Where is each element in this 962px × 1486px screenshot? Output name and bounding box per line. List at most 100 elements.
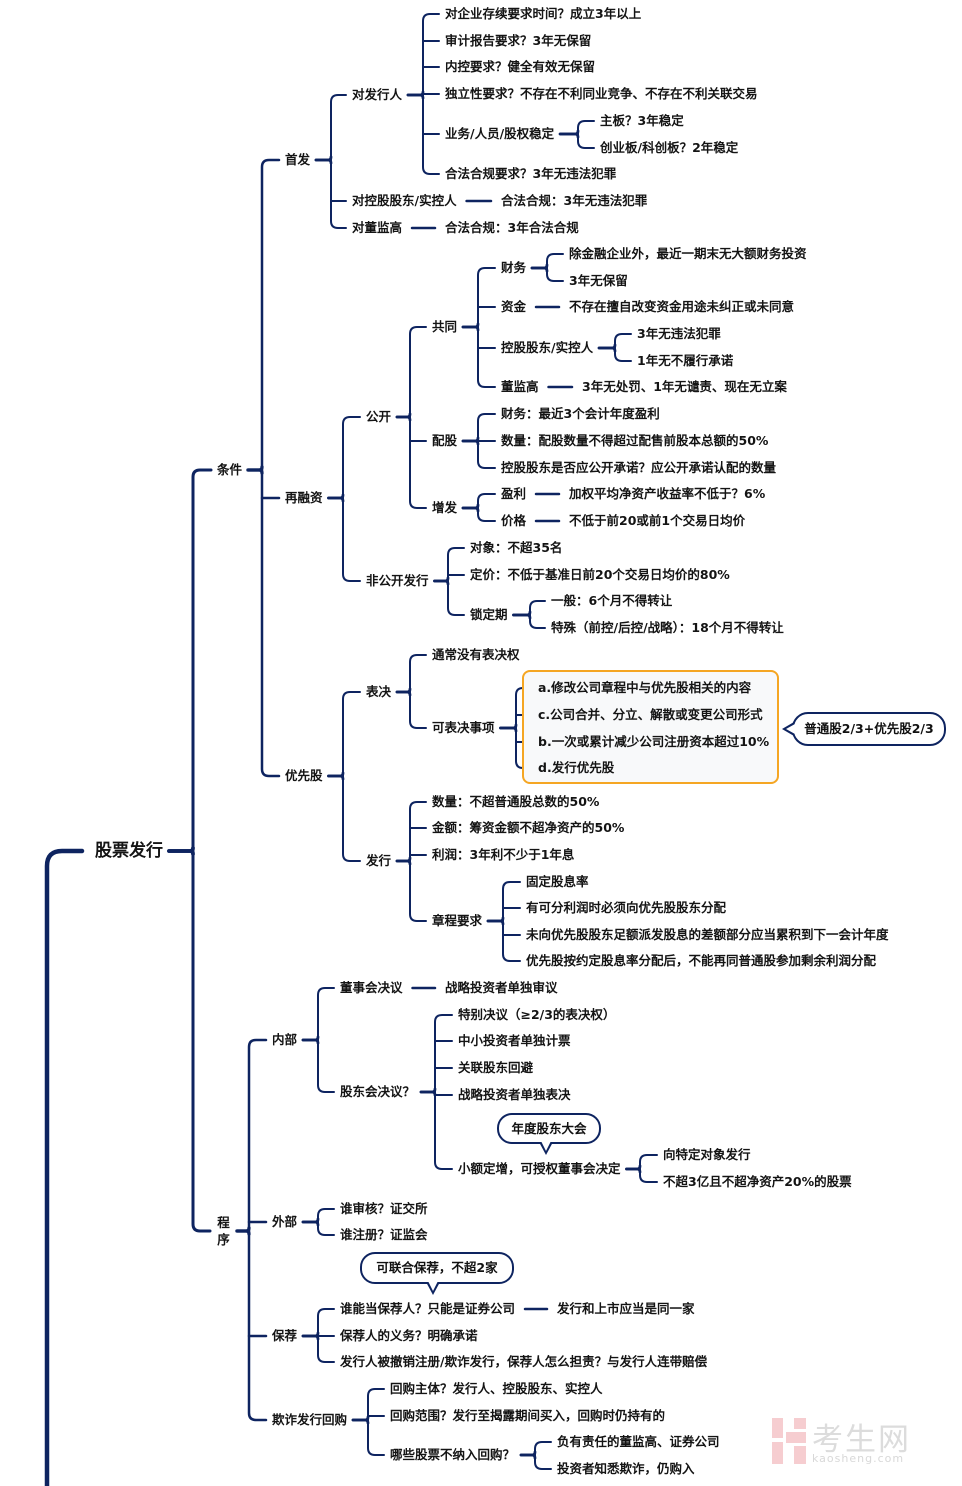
connector-line: [317, 1208, 335, 1236]
node-small-placement: 小额定增，可授权董事会决定: [458, 1161, 621, 1176]
connector-line: [167, 849, 195, 856]
node-private: 非公开发行: [366, 573, 429, 588]
node-refinancing: 再融资: [285, 490, 323, 505]
leaf-node: 特殊（前控/后控/战略）：18个月不得转让: [551, 620, 784, 635]
connector-line: [409, 801, 427, 922]
leaf-node: 主板？3年稳定: [600, 113, 684, 128]
node-rights-issue: 配股: [432, 433, 458, 448]
leaf-node: 合法合规：3年无违法犯罪: [501, 193, 648, 208]
leaf-node: 除金融企业外，最近一期末无大额财务投资: [569, 246, 807, 261]
leaf-node: 优先股按约定股息率分配后，不能再同普通股参加剩余利润分配: [526, 953, 877, 968]
node-fraud-buyback: 欺诈发行回购: [272, 1412, 348, 1427]
node-voting-matters: 可表决事项: [432, 720, 495, 735]
leaf-node: 未向优先股股东足额派发股息的差额部分应当累积到下一会计年度: [526, 927, 889, 942]
node-funds: 资金: [501, 299, 527, 314]
leaf-node: 独立性要求？不存在不利同业竞争、不存在不利关联交易: [445, 86, 758, 101]
connector-line: [367, 1388, 385, 1456]
connector-line: [499, 726, 518, 733]
node-ipo: 首发: [285, 152, 311, 167]
root-node: 股票发行: [95, 841, 163, 861]
leaf-node: 定价：不低于基准日前20个交易日均价的80%: [470, 567, 730, 582]
node-stability: 业务/人员/股权稳定: [445, 126, 555, 141]
node-public: 公开: [366, 409, 392, 424]
callout-annual-meeting: 年度股东大会: [497, 1113, 601, 1155]
connector-line: [342, 416, 361, 582]
leaf-node: 战略投资者单独审议: [445, 980, 558, 995]
node-lockup: 锁定期: [470, 607, 508, 622]
node-procedure: 程序: [217, 1215, 230, 1247]
leaf-node: 3年无保留: [569, 273, 628, 288]
node-additional-issue: 增发: [432, 500, 458, 515]
connector-line: [447, 547, 465, 616]
connector-line: [406, 93, 425, 100]
connector-line: [502, 881, 521, 962]
leaf-node: 关联股东回避: [458, 1060, 534, 1075]
connector-line: [461, 439, 480, 446]
connector-line: [301, 1334, 320, 1341]
leaf-node: 数量：不超普通股总数的50%: [432, 794, 600, 809]
connector-line: [395, 859, 412, 866]
connector-line: [246, 468, 264, 475]
connector-line: [351, 1418, 370, 1425]
connector-line: [327, 496, 345, 503]
leaf-node: 利润：3年利不少于1年息: [432, 847, 575, 862]
leaf-node: 不低于前20或前1个交易日均价: [569, 513, 746, 528]
callout-voting-threshold: 普通股2/3+优先股2/3: [782, 712, 946, 746]
leaf-node: 合法合规要求？3年无违法犯罪: [445, 166, 617, 181]
connector-line: [534, 1441, 552, 1470]
leaf-node: 加权平均净资产收益率不低于？6%: [569, 486, 766, 501]
node-finance: 财务: [501, 260, 527, 275]
connector-line: [395, 690, 412, 697]
leaf-node: 发行人被撤销注册/欺诈发行，保荐人怎么担责？与发行人连带赔偿: [340, 1354, 708, 1369]
watermark-brand: 考生网: [812, 1422, 911, 1458]
connector-line: [558, 132, 580, 139]
leaf-node: 创业板/科创板？2年稳定: [600, 140, 739, 155]
watermark-url: kaosheng.com: [812, 1452, 905, 1465]
connector-line: [486, 919, 505, 926]
leaf-node: 有可分利润时必须向优先股股东分配: [526, 900, 727, 915]
leaf-node: a.修改公司章程中与优先股相关的内容: [538, 680, 752, 695]
leaf-node: 不超3亿且不超净资产20%的股票: [663, 1174, 852, 1189]
leaf-node: 1年无不履行承诺: [637, 353, 734, 368]
connector-line: [639, 1154, 658, 1183]
connector-line: [191, 468, 213, 1233]
connector-line: [342, 691, 361, 862]
connector-line: [301, 1220, 320, 1227]
connector-line: [409, 326, 427, 509]
connector-line: [530, 266, 549, 273]
connector-line: [44, 848, 85, 1486]
connector-line: [477, 267, 496, 388]
leaf-node: 金额：筹资金额不超净资产的50%: [432, 820, 625, 835]
node-price: 价格: [501, 513, 527, 528]
leaf-node: 3年无处罚、1年无谴责、现在无立案: [582, 379, 787, 394]
leaf-node: 财务：最近3个会计年度盈利: [501, 406, 660, 421]
connector-line: [317, 987, 335, 1093]
leaf-node: 回购主体？发行人、控股股东、实控人: [390, 1381, 603, 1396]
connector-line: [314, 158, 333, 165]
connector-line: [235, 1229, 251, 1236]
node-directors: 对董监高: [352, 220, 403, 235]
leaf-node: 向特定对象发行: [663, 1147, 751, 1162]
leaf-node: 谁审核？证交所: [340, 1201, 428, 1216]
leaf-node: 特别决议（≥2/3的表决权）: [458, 1007, 616, 1022]
node-voting: 表决: [366, 684, 392, 699]
node-directors: 董监高: [501, 379, 539, 394]
leaf-node: 负有责任的董监高、证券公司: [557, 1434, 720, 1449]
leaf-node: 中小投资者单独计票: [458, 1033, 571, 1048]
connector-line: [461, 325, 480, 332]
connector-line: [529, 600, 546, 629]
node-controller: 对控股股东/实控人: [352, 193, 457, 208]
connector-line: [461, 506, 480, 513]
leaf-node: 合法合规：3年合法合规: [445, 220, 579, 235]
leaf-node: 数量：配股数量不得超过配售前股本总额的50%: [501, 433, 769, 448]
leaf-node: 回购范围？发行至揭露期间买入，回购时仍持有的: [390, 1408, 666, 1423]
node-issuer: 对发行人: [352, 87, 403, 102]
connector-line: [395, 415, 412, 422]
node-preferred-stock: 优先股: [285, 768, 323, 783]
leaf-node: 对象：不超35名: [470, 540, 563, 555]
connector-line: [577, 120, 595, 149]
connector-line: [409, 654, 427, 729]
connector-line: [434, 1014, 453, 1170]
node-controller: 控股股东/实控人: [501, 340, 594, 355]
leaf-node: 一般：6个月不得转让: [551, 593, 673, 608]
